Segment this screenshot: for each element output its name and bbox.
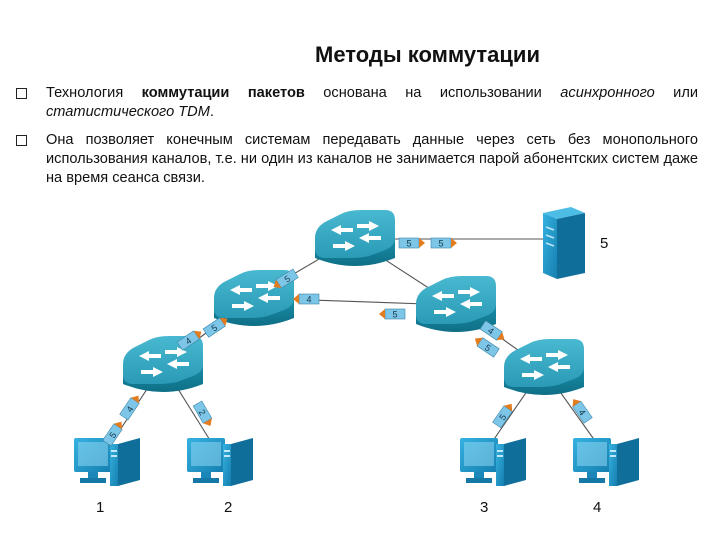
packet-host1-a: 4 xyxy=(119,395,140,421)
svg-text:2: 2 xyxy=(196,408,207,417)
packet-host4: 4 xyxy=(572,399,593,424)
bullet-1-text-b: основана на использовании xyxy=(304,85,561,101)
packet-top-server-1: 5 xyxy=(398,237,425,249)
svg-text:5: 5 xyxy=(392,310,397,320)
packet-left-right: 4 xyxy=(293,293,320,305)
svg-text:5: 5 xyxy=(406,239,411,249)
svg-text:4: 4 xyxy=(124,404,135,414)
packet-host2: 2 xyxy=(192,400,213,426)
packet-sw2-sw1-b: 5 xyxy=(202,317,228,338)
host-label-1: 1 xyxy=(96,499,104,516)
computer-1-icon xyxy=(74,438,140,486)
svg-text:4: 4 xyxy=(184,335,194,346)
host-label-2: 2 xyxy=(224,499,232,516)
checkbox-bullet-icon xyxy=(16,135,27,146)
bullet-1-italic-b: статистического TDM xyxy=(46,104,210,120)
bullet-1-italic-a: асинхронного xyxy=(560,85,655,101)
bullet-no-monopoly: Она позволяет конечным системам передава… xyxy=(14,131,698,188)
computer-4-icon xyxy=(573,438,639,486)
packet-sw2-sw1-a: 4 xyxy=(176,330,202,351)
bullet-packet-switching: Технология коммутации пакетов основана н… xyxy=(14,84,698,122)
packet-sw3-sw4-a: 4 xyxy=(479,320,505,341)
switch-top xyxy=(315,210,395,266)
bullet-list: Технология коммутации пакетов основана н… xyxy=(14,84,698,197)
server-icon xyxy=(542,206,586,280)
svg-text:5: 5 xyxy=(107,430,118,440)
bullet-1-text-a: Технология xyxy=(46,85,142,101)
packet-top-server-2: 5 xyxy=(430,237,457,249)
computer-2-icon xyxy=(187,438,253,486)
host-label-4: 4 xyxy=(593,499,601,516)
svg-text:5: 5 xyxy=(497,412,508,422)
bullet-1-text-c: или xyxy=(654,85,698,101)
packet-right-left: 5 xyxy=(379,308,406,320)
switch-lower-right xyxy=(504,339,584,395)
svg-text:4: 4 xyxy=(576,408,587,418)
svg-text:5: 5 xyxy=(283,273,293,284)
svg-text:5: 5 xyxy=(210,322,220,333)
packet-layer: 5 5 5 4 5 4 5 4 5 4 5 2 5 4 xyxy=(102,237,593,447)
svg-text:4: 4 xyxy=(486,325,496,336)
bullet-2-text: Она позволяет конечным системам передава… xyxy=(46,132,698,186)
packet-host1-b: 5 xyxy=(102,421,123,447)
host-label-3: 3 xyxy=(480,499,488,516)
bullet-1-text-d: . xyxy=(209,104,214,120)
packet-host3: 5 xyxy=(492,403,513,429)
server-label: 5 xyxy=(600,235,608,252)
svg-text:5: 5 xyxy=(438,239,443,249)
packet-top-left: 5 xyxy=(273,268,299,289)
svg-text:4: 4 xyxy=(306,295,311,305)
packet-sw3-sw4-b: 5 xyxy=(474,337,500,358)
page-title: Методы коммутации xyxy=(315,42,540,67)
bullet-1-bold: коммутации пакетов xyxy=(141,85,305,101)
computer-3-icon xyxy=(460,438,526,486)
checkbox-bullet-icon xyxy=(16,88,27,99)
svg-text:5: 5 xyxy=(483,342,493,353)
